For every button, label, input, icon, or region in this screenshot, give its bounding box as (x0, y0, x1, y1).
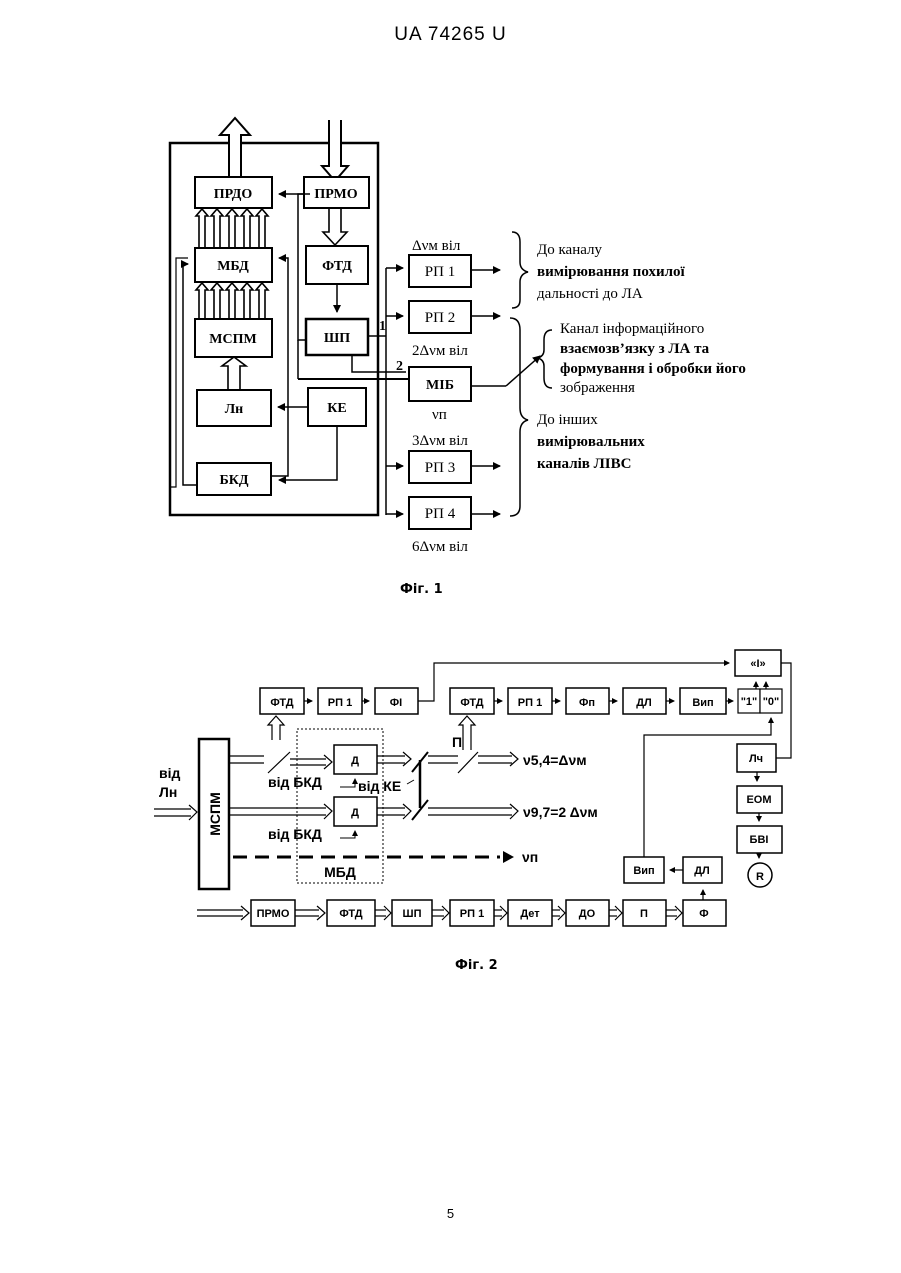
fig2-vid-label: від (159, 765, 180, 781)
fig2-ftd-b-label: ФТД (460, 697, 483, 709)
fig1-note1-line1: До каналу (537, 242, 603, 258)
fig1-ke-label: КЕ (327, 401, 347, 416)
fig2-ftd-c-label: ФТД (339, 908, 362, 920)
fig1-freq-rp3: 3Δνм віл (412, 433, 468, 449)
fig2-vid-bkd-1: від БКД (268, 774, 322, 790)
fig1-freq-rp1: Δνм віл (412, 238, 461, 254)
fig1-caption: Фіг. 1 (400, 582, 443, 597)
fig1-note1-line3: дальності до ЛА (537, 286, 643, 302)
fig1-input-arrow (322, 120, 348, 181)
fig2-rp1-a-label: РП 1 (328, 697, 352, 709)
fig2-caption: Фіг. 2 (455, 958, 498, 973)
fig1-note3-line1: До інших (537, 412, 598, 428)
fig2-shp-label: ШП (403, 908, 422, 920)
fig1-mbd-prdo-arrows (196, 209, 268, 247)
fig2-p-mark: П (452, 734, 462, 750)
fig1-mspm-label: МСПМ (209, 332, 256, 347)
fig1-note2-line1: Канал інформаційного (560, 321, 704, 337)
fig1-tap-2: 2 (396, 359, 403, 374)
fig1-ftd-label: ФТД (322, 259, 352, 274)
fig1-freq-mib: νп (432, 407, 447, 423)
fig2-i-gate-label: «І» (750, 658, 765, 670)
fig2-do-label: ДО (579, 908, 596, 920)
fig1-rp3-label: РП 3 (425, 460, 455, 476)
fig2-vid-ke: від КЕ (358, 778, 401, 794)
fig2-mspm-label: МСПМ (207, 792, 223, 836)
fig2-nup: νп (522, 849, 538, 865)
fig2-fp-label: Фп (579, 697, 595, 709)
fig1-note2-line3: формування і обробки його (560, 361, 746, 377)
fig2-nu54: ν5,4=Δνм (523, 752, 587, 768)
fig2-one-label: "1" (741, 696, 758, 708)
fig1-note2-line4: зображення (560, 380, 635, 396)
fig2-dl-b-label: ДЛ (694, 865, 710, 877)
fig1-brace-3 (538, 330, 552, 388)
fig2-vid-bkd-2: від БКД (268, 826, 322, 842)
fig2-eom-label: ЕОМ (746, 794, 771, 806)
figure-2 (154, 650, 791, 926)
figure-1 (170, 118, 552, 529)
fig1-prmo-label: ПРМО (314, 187, 357, 202)
fig1-tap-1: 1 (379, 319, 386, 334)
fig1-output-arrow (220, 118, 250, 176)
figure-1-text: ПРДО ПРМО МБД ФТД МСПМ ШП Лн КЕ БКД РП 1… (209, 187, 746, 555)
fig2-vyp-b-label: Вип (633, 865, 654, 877)
fig1-rp4-label: РП 4 (425, 506, 456, 522)
fig2-d2-label: Д (351, 807, 359, 819)
fig1-freq-rp2: 2Δνм віл (412, 343, 468, 359)
fig1-brace-2 (510, 318, 528, 516)
fig2-d1-label: Д (351, 755, 359, 767)
fig2-rp1-b-label: РП 1 (518, 697, 542, 709)
fig2-nu97: ν9,7=2 Δνм (523, 804, 598, 820)
fig2-r-label: R (756, 871, 764, 883)
fig2-ln-label: Лн (159, 784, 177, 800)
fig1-note1-line2: вимірювання похилої (537, 264, 686, 280)
fig2-rp1-c-label: РП 1 (460, 908, 484, 920)
fig1-prmo-ftd-arrow (323, 209, 347, 245)
fig2-bvi-label: БВІ (750, 834, 769, 846)
fig1-mib-label: МІБ (426, 378, 454, 393)
fig2-p-label: П (640, 908, 648, 920)
fig1-prdo-label: ПРДО (214, 187, 253, 202)
fig2-prmo-label: ПРМО (257, 908, 290, 920)
fig1-note3-line2: вимірювальних (537, 434, 645, 450)
page-number: 5 (0, 1206, 901, 1221)
fig1-mspm-mbd-arrows (196, 283, 268, 318)
fig2-det-label: Дет (520, 908, 540, 920)
fig2-ftd-a-label: ФТД (270, 697, 293, 709)
fig2-lch-label: Лч (749, 753, 763, 765)
fig2-zero-label: "0" (763, 696, 780, 708)
fig1-mbd-label: МБД (217, 259, 249, 274)
fig2-mbd-label: МБД (324, 864, 356, 880)
fig1-shp-label: ШП (324, 331, 350, 346)
fig1-bkd-label: БКД (219, 473, 248, 488)
fig1-ln-label: Лн (225, 402, 244, 417)
fig1-rp2-label: РП 2 (425, 310, 455, 326)
fig2-f-label: Ф (699, 908, 708, 920)
fig1-freq-rp4: 6Δνм віл (412, 539, 468, 555)
fig2-fi-label: ФІ (390, 697, 402, 709)
fig1-note2-line2: взаємозв’язку з ЛА та (560, 341, 710, 357)
fig1-brace-1 (512, 232, 528, 308)
fig2-vyp-a-label: Вип (692, 697, 713, 709)
fig2-dl-a-label: ДЛ (636, 697, 652, 709)
fig1-note3-line3: каналів ЛІВС (537, 456, 631, 472)
fig1-ln-mspm-arrow (222, 357, 246, 389)
fig1-rp1-label: РП 1 (425, 264, 455, 280)
